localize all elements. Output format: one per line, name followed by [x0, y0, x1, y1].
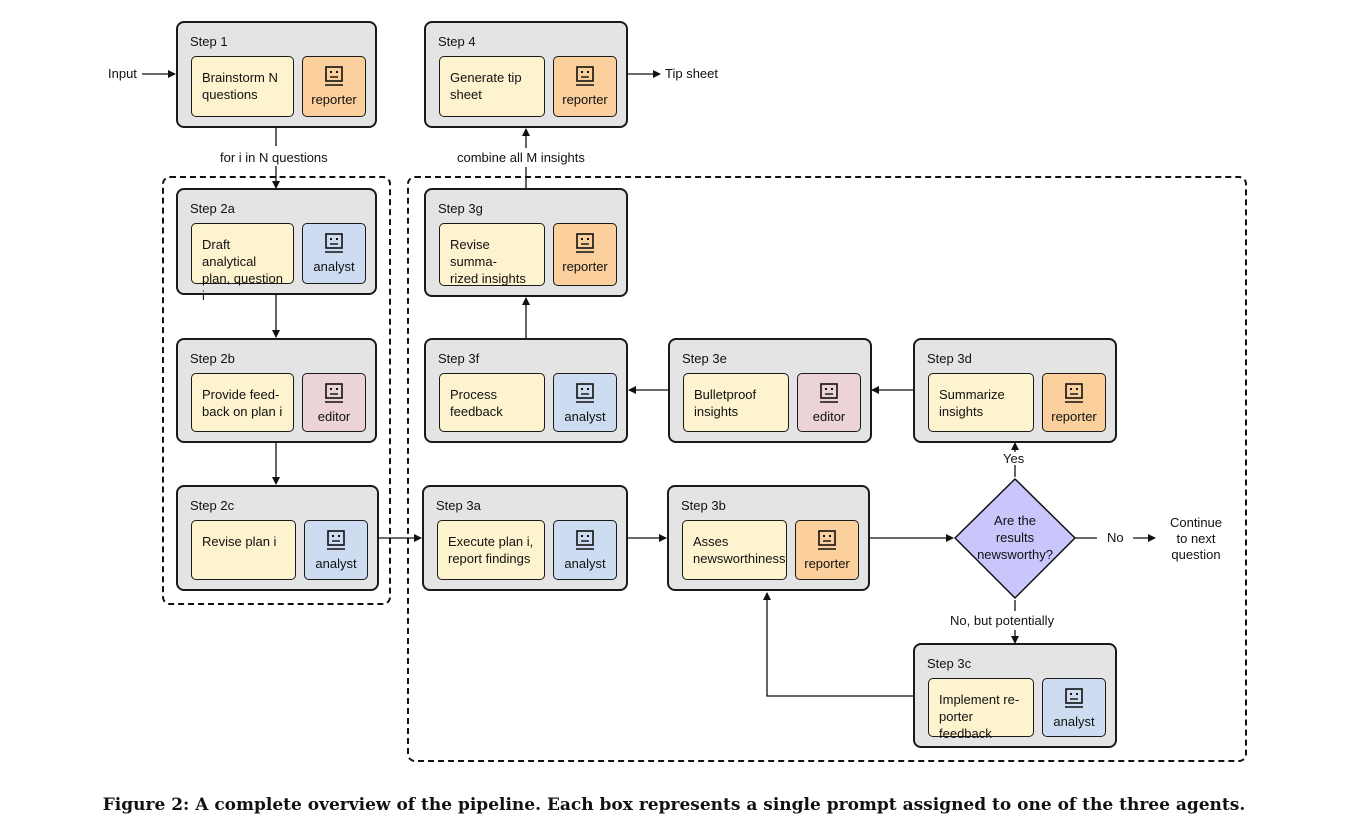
step-title: Step 3a: [436, 498, 481, 513]
combine-label: combine all M insights: [457, 150, 585, 165]
step-task-text: Draft analytical plan, question i: [202, 237, 283, 303]
agent-label: reporter: [1051, 409, 1097, 424]
tip-sheet-label: Tip sheet: [665, 66, 718, 81]
step-task-text: Implement re- porter feedback: [939, 692, 1020, 741]
step-title: Step 3b: [681, 498, 726, 513]
step-task-text: Generate tip sheet: [450, 70, 522, 102]
agent-badge-editor: editor: [797, 373, 861, 432]
step-title: Step 3f: [438, 351, 480, 366]
step-title: Step 3c: [927, 656, 972, 671]
step-task: Revise plan i: [191, 520, 296, 580]
step-task: Asses newsworthiness: [682, 520, 787, 580]
step-task: Draft analytical plan, question i: [191, 223, 294, 303]
robot-face-icon: [818, 530, 836, 550]
step-task-text: Process feedback: [450, 387, 503, 419]
step-task-text: Revise summa- rized insights: [450, 237, 526, 286]
decision-yes-label: Yes: [1003, 451, 1025, 466]
step-task: Brainstorm N questions: [191, 56, 294, 117]
step-box-s3a: Step 3a Execute plan i, report findings a…: [422, 485, 628, 591]
agent-label: analyst: [315, 556, 357, 571]
agent-badge-editor: editor: [302, 373, 366, 432]
agent-label: editor: [317, 409, 351, 424]
step-box-s3c: Step 3c Implement re- porter feedback ana…: [913, 643, 1117, 748]
step-title: Step 2c: [190, 498, 235, 513]
step-task: Provide feed- back on plan i: [191, 373, 294, 432]
step-task-text: Summarize insights: [939, 387, 1005, 419]
step-task: Bulletproof insights: [683, 373, 789, 432]
step-task-text: Asses newsworthiness: [693, 534, 786, 566]
step-box-s1: Step 1 Brainstorm N questions reporter: [176, 21, 377, 128]
step-box-s3g: Step 3g Revise summa- rized insights repo…: [424, 188, 628, 297]
agent-badge-analyst: analyst: [1042, 678, 1106, 737]
step-task-text: Revise plan i: [202, 534, 277, 549]
agent-label: analyst: [564, 556, 606, 571]
decision-no-label: No: [1107, 530, 1124, 545]
step-title: Step 3d: [927, 351, 972, 366]
agent-badge-reporter: reporter: [302, 56, 366, 117]
step-task-text: Brainstorm N questions: [202, 70, 278, 102]
robot-face-icon: [1065, 688, 1083, 708]
robot-face-icon: [576, 66, 594, 86]
decision-diamond: [954, 478, 1076, 599]
step-task: Execute plan i, report findings: [437, 520, 545, 580]
step-task: Implement re- porter feedback: [928, 678, 1034, 741]
robot-face-icon: [576, 233, 594, 253]
figure-caption: Figure 2: A complete overview of the pip…: [102, 795, 1246, 815]
decision-question: Are the results newsworthy?: [977, 513, 1053, 562]
step-title: Step 2a: [190, 201, 235, 216]
step-title: Step 1: [190, 34, 228, 49]
step-task-text: Bulletproof insights: [694, 387, 757, 419]
agent-label: reporter: [562, 92, 608, 107]
agent-badge-reporter: reporter: [553, 56, 617, 117]
robot-face-icon: [325, 383, 343, 403]
agent-label: reporter: [311, 92, 357, 107]
step-task: Summarize insights: [928, 373, 1034, 432]
agent-badge-reporter: reporter: [553, 223, 617, 286]
step-title: Step 3e: [682, 351, 727, 366]
step-task: Revise summa- rized insights: [439, 223, 545, 286]
agent-badge-analyst: analyst: [302, 223, 366, 284]
agent-label: editor: [812, 409, 846, 424]
continue-label: Continue to next question: [1169, 515, 1223, 562]
agent-badge-analyst: analyst: [553, 520, 617, 580]
step-box-s2b: Step 2b Provide feed- back on plan i edit…: [176, 338, 377, 443]
robot-face-icon: [576, 530, 594, 550]
step-box-s3f: Step 3f Process feedback analyst: [424, 338, 628, 443]
agent-badge-reporter: reporter: [795, 520, 859, 580]
agent-label: reporter: [804, 556, 850, 571]
input-label: Input: [108, 66, 137, 81]
insight-loop-group: [407, 176, 1247, 762]
arrow-3c-3b: [763, 592, 914, 697]
agent-badge-analyst: analyst: [304, 520, 368, 580]
robot-face-icon: [820, 383, 838, 403]
step-box-s3d: Step 3d Summarize insights reporter: [913, 338, 1117, 443]
agent-label: reporter: [562, 259, 608, 274]
step-task: Generate tip sheet: [439, 56, 545, 117]
agent-label: analyst: [1053, 714, 1095, 729]
step-box-s4: Step 4 Generate tip sheet reporter: [424, 21, 628, 128]
loop-label: for i in N questions: [220, 150, 328, 165]
step-title: Step 4: [438, 34, 476, 49]
robot-face-icon: [1065, 383, 1083, 403]
agent-label: analyst: [564, 409, 606, 424]
step-box-s2c: Step 2c Revise plan i analyst: [176, 485, 379, 591]
agent-badge-reporter: reporter: [1042, 373, 1106, 432]
step-task-text: Provide feed- back on plan i: [202, 387, 283, 419]
robot-face-icon: [325, 66, 343, 86]
robot-face-icon: [325, 233, 343, 253]
agent-label: analyst: [313, 259, 355, 274]
robot-face-icon: [327, 530, 345, 550]
step-box-s2a: Step 2a Draft analytical plan, question i…: [176, 188, 377, 303]
step-title: Step 3g: [438, 201, 483, 216]
step-title: Step 2b: [190, 351, 235, 366]
step-box-s3b: Step 3b Asses newsworthiness reporter: [667, 485, 870, 591]
step-task: Process feedback: [439, 373, 545, 432]
decision-maybe-label: No, but potentially: [950, 613, 1055, 628]
robot-face-icon: [576, 383, 594, 403]
agent-badge-analyst: analyst: [553, 373, 617, 432]
step-box-s3e: Step 3e Bulletproof insights editor: [668, 338, 872, 443]
step-task-text: Execute plan i, report findings: [448, 534, 534, 566]
